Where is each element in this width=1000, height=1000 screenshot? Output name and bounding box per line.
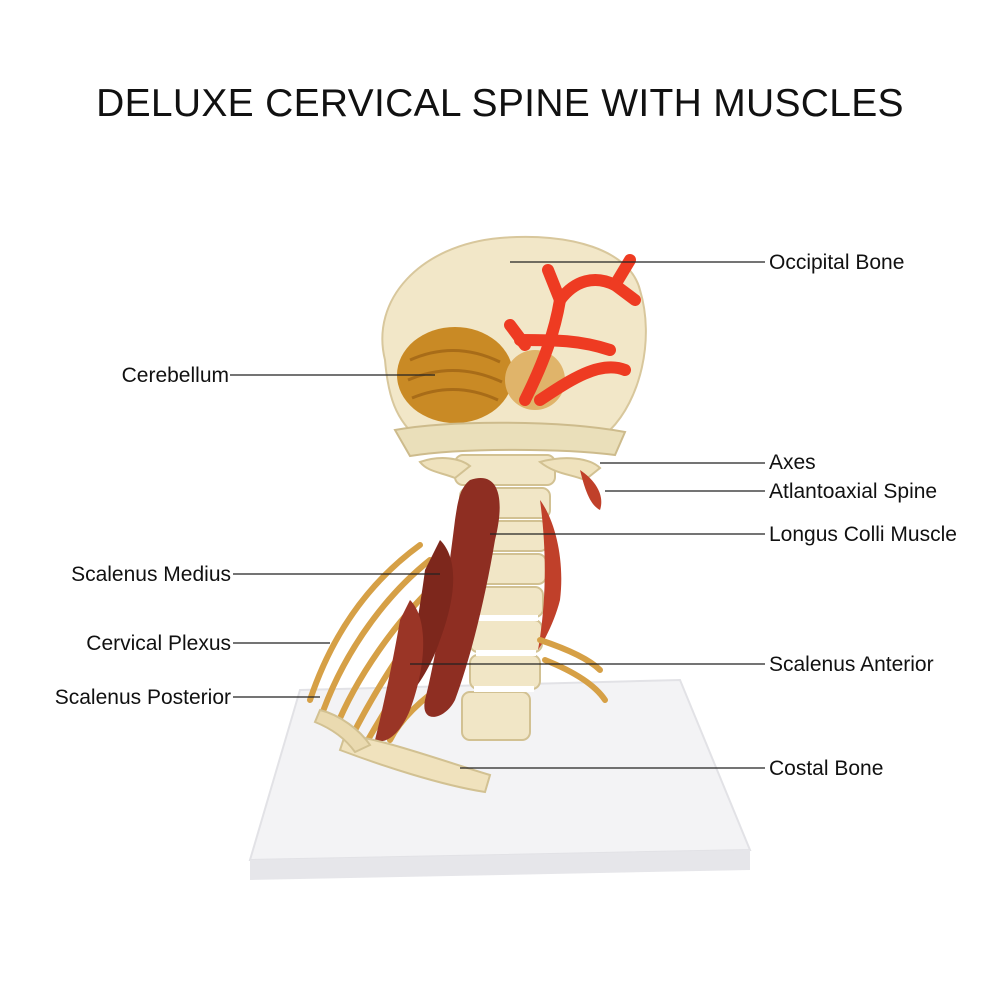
page-title: DELUXE CERVICAL SPINE WITH MUSCLES bbox=[96, 82, 904, 125]
label-occipital-bone: Occipital Bone bbox=[769, 251, 905, 274]
leader-lines bbox=[230, 261, 765, 769]
label-scalenus-anterior: Scalenus Anterior bbox=[769, 653, 934, 676]
label-scalenus-posterior: Scalenus Posterior bbox=[54, 686, 231, 709]
cerebellum bbox=[397, 327, 513, 423]
costal-bone bbox=[338, 733, 492, 794]
label-cervical-plexus: Cervical Plexus bbox=[86, 632, 231, 655]
label-scalenus-medius: Scalenus Medius bbox=[71, 563, 231, 586]
longus-colli-muscle bbox=[424, 478, 500, 717]
label-atlantoaxial-spine: Atlantoaxial Spine bbox=[769, 480, 938, 503]
label-longus-colli-muscle: Longus Colli Muscle bbox=[769, 523, 957, 546]
label-costal-bone: Costal Bone bbox=[769, 757, 884, 780]
scalenus-anterior bbox=[375, 600, 424, 742]
label-axes: Axes bbox=[769, 451, 816, 474]
label-cerebellum: Cerebellum bbox=[121, 364, 229, 387]
artery-branches bbox=[504, 254, 641, 406]
